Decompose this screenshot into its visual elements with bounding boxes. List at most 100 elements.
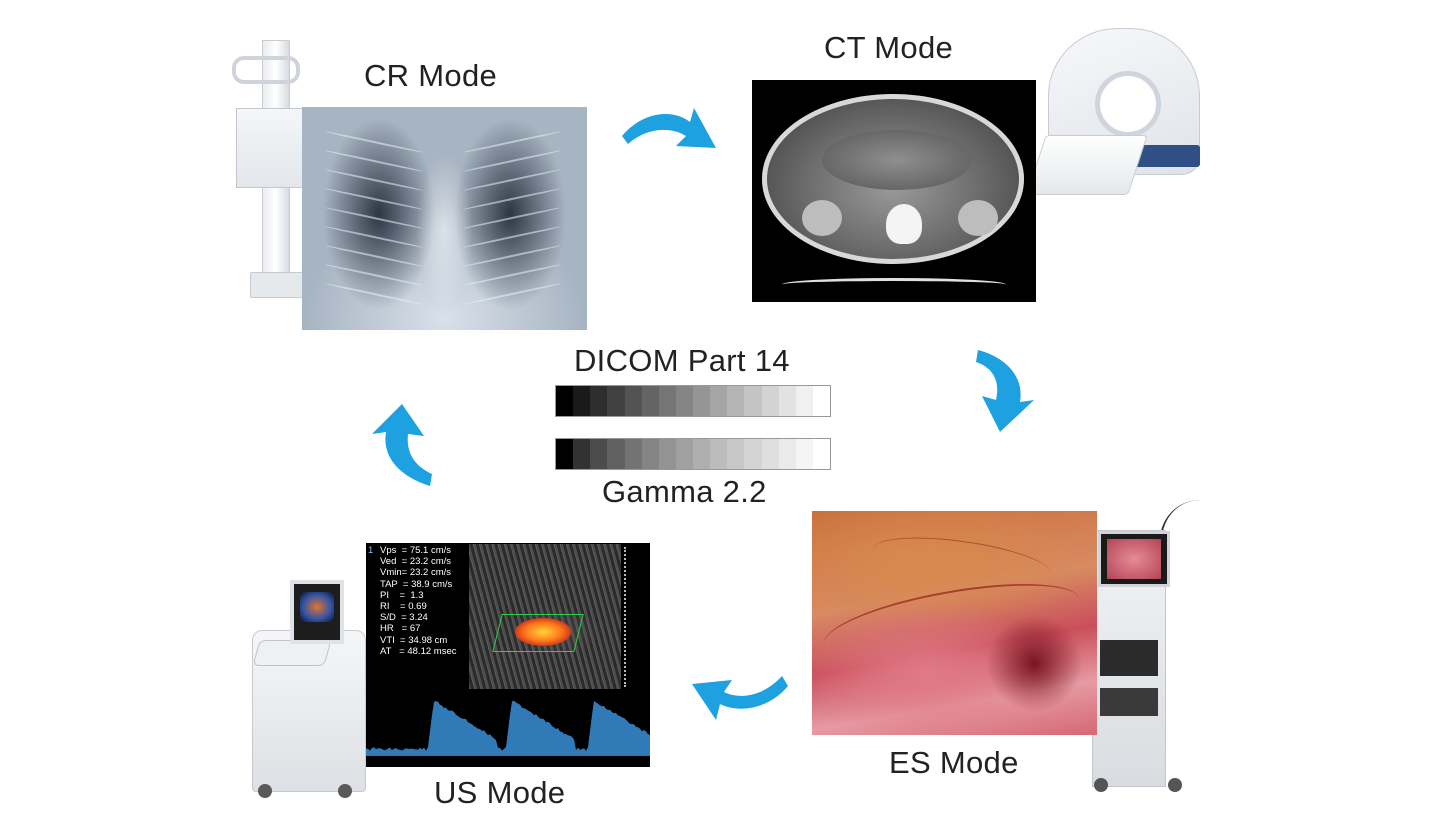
es-vessel [819,569,1086,675]
gray-step [625,386,642,416]
cr-rib [463,150,561,173]
ct-table-line [782,278,1006,291]
gray-step [676,386,693,416]
cr-rib [325,169,423,192]
gray-step [556,386,573,416]
us-readout-row: Vps = 75.1 cm/s [380,545,456,556]
es-vessel [870,529,1054,595]
cr-rib [463,283,561,306]
curved-arrow-icon [690,668,792,726]
cr-rib [463,188,561,211]
gray-step [813,386,830,416]
gray-step [779,439,796,469]
cr-detector-panel [236,108,304,188]
ct-couch [1026,135,1147,195]
us-doppler-image: 1 Vps = 75.1 cm/sVed = 23.2 cm/sVmin= 23… [366,543,650,767]
cr-rib [325,131,423,154]
gray-step [676,439,693,469]
gray-step [813,439,830,469]
gray-step [796,386,813,416]
us-readout-row: Vmin= 23.2 cm/s [380,567,456,578]
gray-step [642,386,659,416]
gray-step [556,439,573,469]
us-readout-row: RI = 0.69 [380,601,456,612]
ct-kidney-left [802,200,842,236]
us-readout-rows: Vps = 75.1 cm/sVed = 23.2 cm/sVmin= 23.2… [380,545,456,657]
gray-step [796,439,813,469]
es-endoscopy-image [812,511,1097,735]
gray-step [573,439,590,469]
ct-mode-label: CT Mode [824,30,953,66]
gray-step [727,386,744,416]
cr-rib [463,169,561,192]
ct-bore [1095,71,1161,137]
dicom-grayscale-bar [555,385,831,417]
cr-rib [463,207,561,230]
cr-rib [325,226,423,249]
gray-step [590,439,607,469]
us-doppler-waveform [366,701,650,755]
es-mode-label: ES Mode [889,745,1019,781]
cr-chest-xray-image [302,107,587,330]
us-color-flow [515,618,571,646]
gray-step [693,386,710,416]
cr-mode-label: CR Mode [364,58,497,94]
us-bmode-view [469,544,621,689]
es-light-source-unit [1100,688,1158,716]
gray-step [727,439,744,469]
cr-rib [463,264,561,287]
ct-abdomen-slice-image [752,80,1036,302]
us-readout-row: VTI = 34.98 cm [380,635,456,646]
curved-arrow-icon [616,96,720,158]
us-readout-row: Ved = 23.2 cm/s [380,556,456,567]
gray-step [693,439,710,469]
gray-step [642,439,659,469]
cr-rib [463,131,561,154]
gray-step [625,439,642,469]
us-readout-row: S/D = 3.24 [380,612,456,623]
gray-step [659,439,676,469]
cr-rib [325,188,423,211]
gray-step [779,386,796,416]
ct-bowel [822,130,972,190]
cr-stand-handle [232,56,300,84]
gray-step [762,439,779,469]
cr-rib [325,283,423,306]
ct-vertebra [886,204,922,244]
us-index: 1 [368,545,373,556]
gamma-title: Gamma 2.2 [602,474,767,510]
gray-step [762,386,779,416]
curved-arrow-icon [364,402,434,488]
gray-step [573,386,590,416]
es-wheel [1168,778,1182,792]
us-wheel [258,784,272,798]
cr-rib [325,207,423,230]
gray-step [607,439,624,469]
es-monitor-screen [1107,539,1161,579]
cr-stand-base [250,272,304,298]
gray-step [590,386,607,416]
us-measurement-readout: 1 Vps = 75.1 cm/sVed = 23.2 cm/sVmin= 23… [368,545,456,657]
gray-step [744,386,761,416]
us-wheel [338,784,352,798]
es-processor-unit [1100,640,1158,676]
es-wheel [1094,778,1108,792]
cr-rib [325,264,423,287]
dicom-title: DICOM Part 14 [574,343,790,379]
us-readout-row: HR = 67 [380,623,456,634]
es-monitor [1098,531,1170,587]
curved-arrow-icon [974,344,1038,436]
us-readout-row: AT = 48.12 msec [380,646,456,657]
gray-step [744,439,761,469]
ct-body-outline [762,94,1024,264]
cr-rib [325,150,423,173]
cr-rib [325,245,423,268]
gray-step [710,439,727,469]
us-depth-scale [624,547,630,687]
cr-rib [463,245,561,268]
us-baseline [366,755,650,756]
gray-step [659,386,676,416]
us-monitor [290,580,344,644]
us-readout-row: TAP = 38.9 cm/s [380,579,456,590]
us-monitor-screen [300,592,334,622]
